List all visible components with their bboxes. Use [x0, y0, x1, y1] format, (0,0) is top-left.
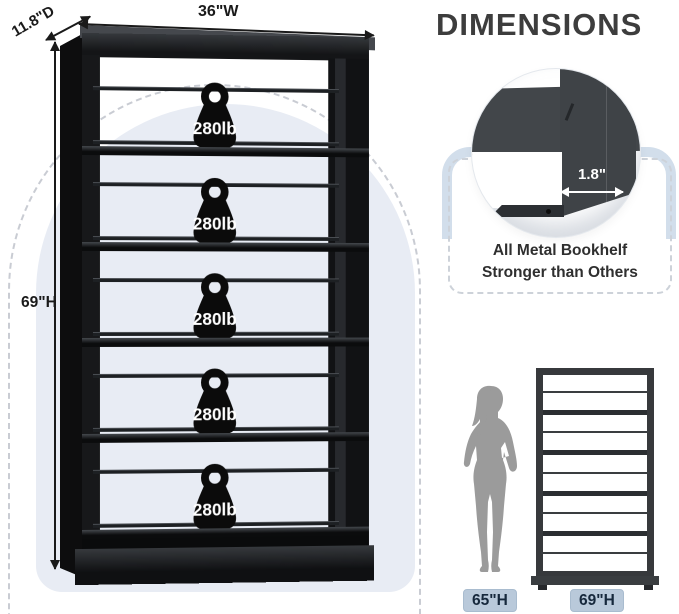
bookshelf-right-frame	[328, 58, 369, 538]
bookshelf-front-view	[536, 368, 654, 578]
shelf-section: 280lb	[82, 249, 369, 347]
width-dimension-label: 36"W	[198, 3, 239, 20]
detail-caption-line2: Stronger than Others	[482, 264, 638, 281]
shelf-section: 280lb	[82, 57, 369, 158]
mini-shelf-foot	[644, 585, 653, 590]
mini-shelf-section	[541, 455, 649, 496]
detail-caption: All Metal Bookhelf Stronger than Others	[450, 240, 670, 284]
mini-shelf-section	[541, 536, 649, 571]
corner-detail-circle: 1.8"	[472, 69, 640, 237]
mini-shelf-section	[541, 496, 649, 536]
thickness-arrow	[560, 187, 624, 197]
weight-icon: 280lb	[184, 464, 245, 530]
weight-label: 280lb	[193, 118, 237, 138]
bookshelf-left-frame	[82, 55, 100, 541]
person-height-badge: 65"H	[463, 589, 517, 612]
mini-shelf-section	[541, 375, 649, 416]
shelf-section: 280lb	[82, 345, 369, 443]
height-dimension-label: 69"H	[21, 294, 57, 311]
weight-label: 280lb	[193, 214, 237, 234]
weight-icon: 280lb	[184, 178, 245, 244]
shelf-section: 280lb	[82, 153, 369, 252]
background-dashed-arch	[8, 84, 421, 614]
weight-label: 280lb	[193, 404, 237, 424]
person-silhouette	[463, 385, 517, 572]
detail-corner-post	[560, 69, 636, 217]
mini-shelf-base	[531, 576, 659, 585]
shelf-section: 280lb	[82, 439, 369, 539]
page-title: DIMENSIONS	[436, 7, 643, 42]
screw-icon	[546, 209, 551, 214]
bookshelf-sections: 280lb 280lb 280l	[82, 57, 369, 539]
height-dimension-arrow	[50, 41, 60, 570]
thickness-label: 1.8"	[578, 166, 606, 183]
detail-interior	[472, 152, 562, 208]
detail-caption-line1: All Metal Bookhelf	[492, 242, 628, 259]
mini-shelf-section	[541, 415, 649, 456]
weight-label: 280lb	[193, 499, 237, 519]
weight-icon: 280lb	[184, 273, 245, 339]
weight-icon: 280lb	[184, 82, 245, 149]
bookshelf-side-panel	[60, 30, 84, 586]
bookshelf-base	[75, 545, 374, 586]
weight-icon: 280lb	[184, 368, 245, 435]
shelf-height-badge: 69"H	[570, 589, 624, 612]
bookshelf-front: 280lb 280lb 280l	[75, 33, 374, 586]
weight-label: 280lb	[193, 309, 237, 329]
mini-shelf-foot	[538, 585, 547, 590]
detail-shelf-edge	[490, 205, 564, 217]
